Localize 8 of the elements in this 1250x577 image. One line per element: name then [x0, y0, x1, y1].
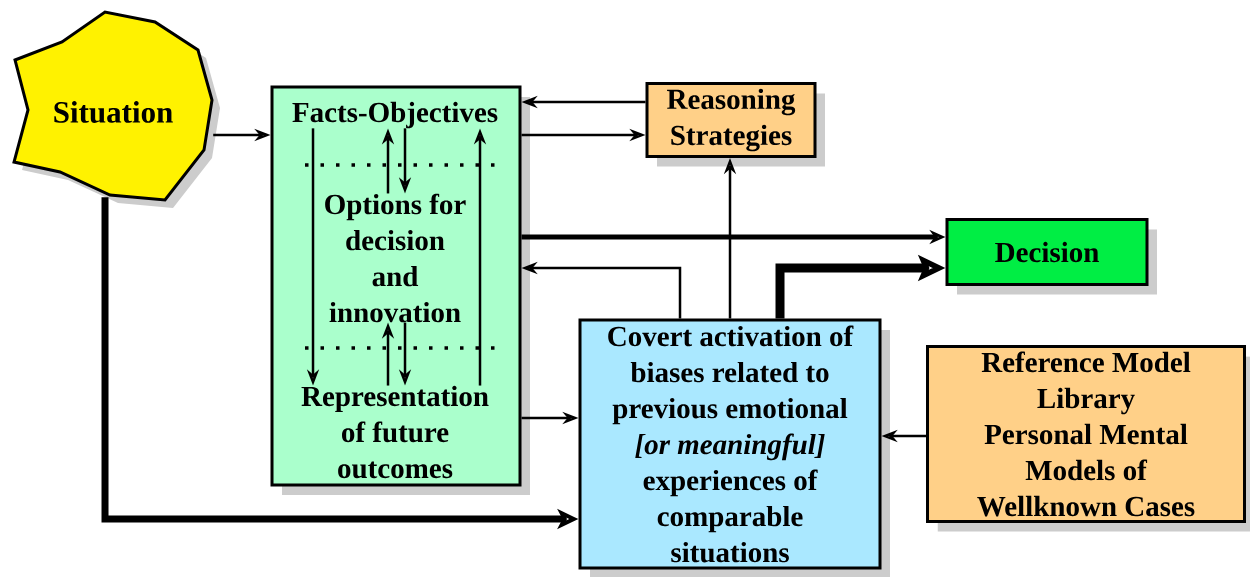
panel-box [270, 85, 530, 495]
text-label: Representation of future outcomes [301, 385, 489, 479]
decision-box: Decision [945, 218, 1157, 295]
process-box: Reasoning Strategies [645, 82, 825, 167]
process-box: Covert activation of biases related to previous emotional [or meaningful] experiences of comparable situations [578, 318, 890, 577]
text-label: Options for decision and innovation [325, 193, 466, 323]
text-label: Facts-Objectives [292, 101, 498, 129]
library-box: Reference Model Library Personal Mental Models of Wellknown Cases [926, 345, 1250, 532]
